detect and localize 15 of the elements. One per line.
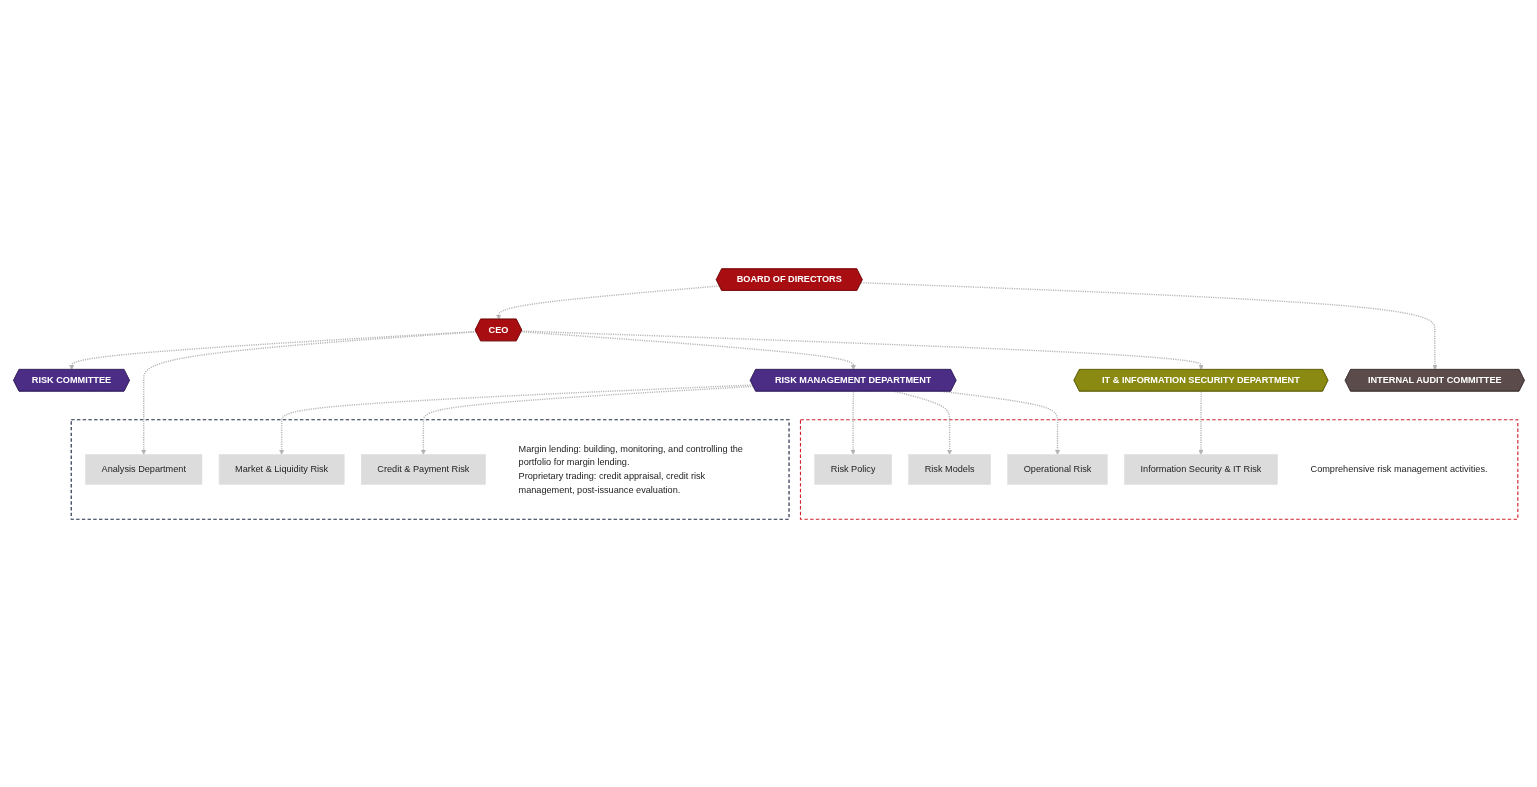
node-box: Risk Models: [907, 453, 991, 485]
arrow: [140, 330, 477, 455]
arrow: [495, 284, 720, 320]
arrow: [278, 383, 753, 455]
arrow: [420, 385, 754, 455]
arrow: [519, 330, 856, 370]
arrow: [1197, 390, 1203, 455]
node-box: Credit & Payment Risk: [360, 453, 486, 485]
arrow: [520, 329, 1204, 370]
node-box: Analysis Department: [84, 453, 202, 485]
node-box: Operational Risk: [1006, 453, 1108, 485]
arrow: [850, 390, 856, 455]
node-box: Information Security & IT Risk: [1123, 453, 1278, 485]
node-box: Market & Liquidity Risk: [218, 453, 344, 485]
node-box: Risk Policy: [814, 453, 892, 485]
